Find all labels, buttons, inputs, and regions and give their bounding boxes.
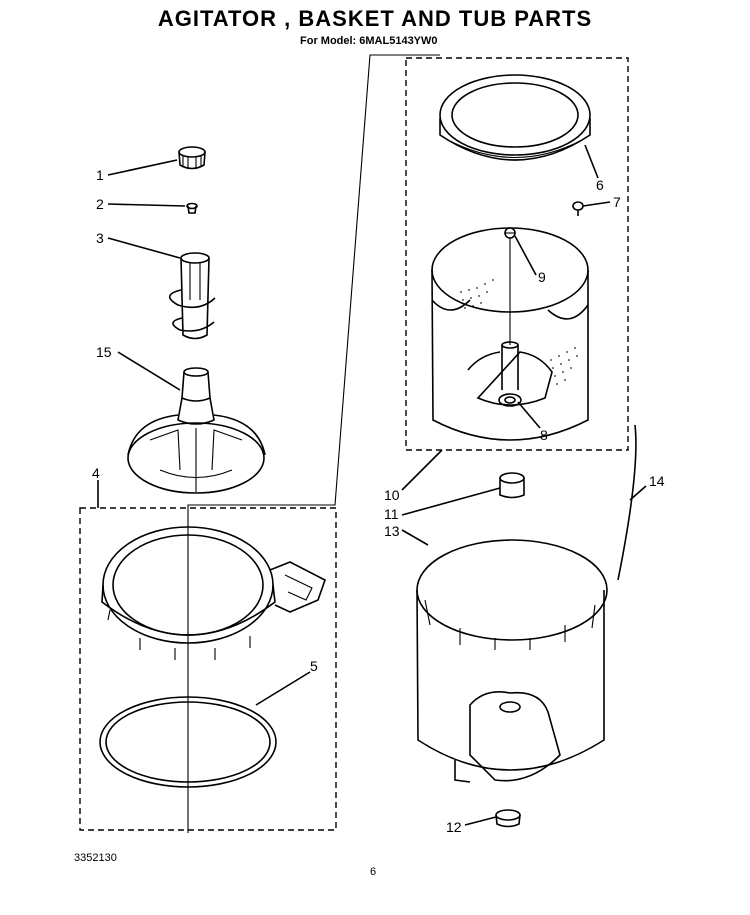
callout-12b: 12	[446, 819, 462, 835]
wash-basket	[431, 227, 589, 441]
callout-15: 15	[96, 344, 112, 360]
callout-2: 2	[96, 196, 104, 212]
callout-14: 14	[649, 473, 665, 489]
callout-7: 7	[613, 194, 621, 210]
agitator-skirt	[127, 367, 266, 494]
diagram-title: AGITATOR , BASKET AND TUB PARTS	[157, 6, 593, 31]
callout-labels: 1 2 3 4 5 6 7 8 9 10 11 13 12 14 15	[92, 167, 665, 835]
tub-ring-seal	[99, 696, 277, 788]
fastener	[186, 202, 198, 214]
basket-group-box	[405, 57, 629, 451]
callout-3: 3	[96, 230, 104, 246]
hose	[617, 424, 637, 581]
callout-9: 9	[538, 269, 546, 285]
leader-lines	[97, 144, 647, 826]
tub-ring	[101, 526, 326, 660]
agitator-cap	[178, 146, 206, 170]
callout-11: 11	[384, 506, 399, 522]
page-number: 6	[370, 866, 377, 878]
agitator-auger	[168, 252, 216, 340]
basket-drive-hub	[498, 393, 522, 407]
callout-10: 10	[384, 487, 400, 503]
tub-plug	[495, 809, 521, 828]
callout-8: 8	[540, 427, 548, 443]
model-subtitle: For Model: 6MAL5143YW0	[300, 35, 438, 47]
callout-12: 13	[384, 523, 400, 539]
outer-tub	[416, 539, 608, 783]
spin-bearing	[499, 472, 525, 499]
callout-5: 5	[310, 658, 318, 674]
part-4-group-box	[79, 507, 337, 831]
document-number: 3352130	[74, 852, 117, 864]
callout-6: 6	[596, 177, 604, 193]
callout-1: 1	[96, 167, 104, 183]
callout-4: 4	[92, 465, 100, 481]
balance-ring-screw	[572, 201, 584, 216]
connector-line	[187, 54, 440, 833]
balance-ring	[439, 74, 591, 161]
